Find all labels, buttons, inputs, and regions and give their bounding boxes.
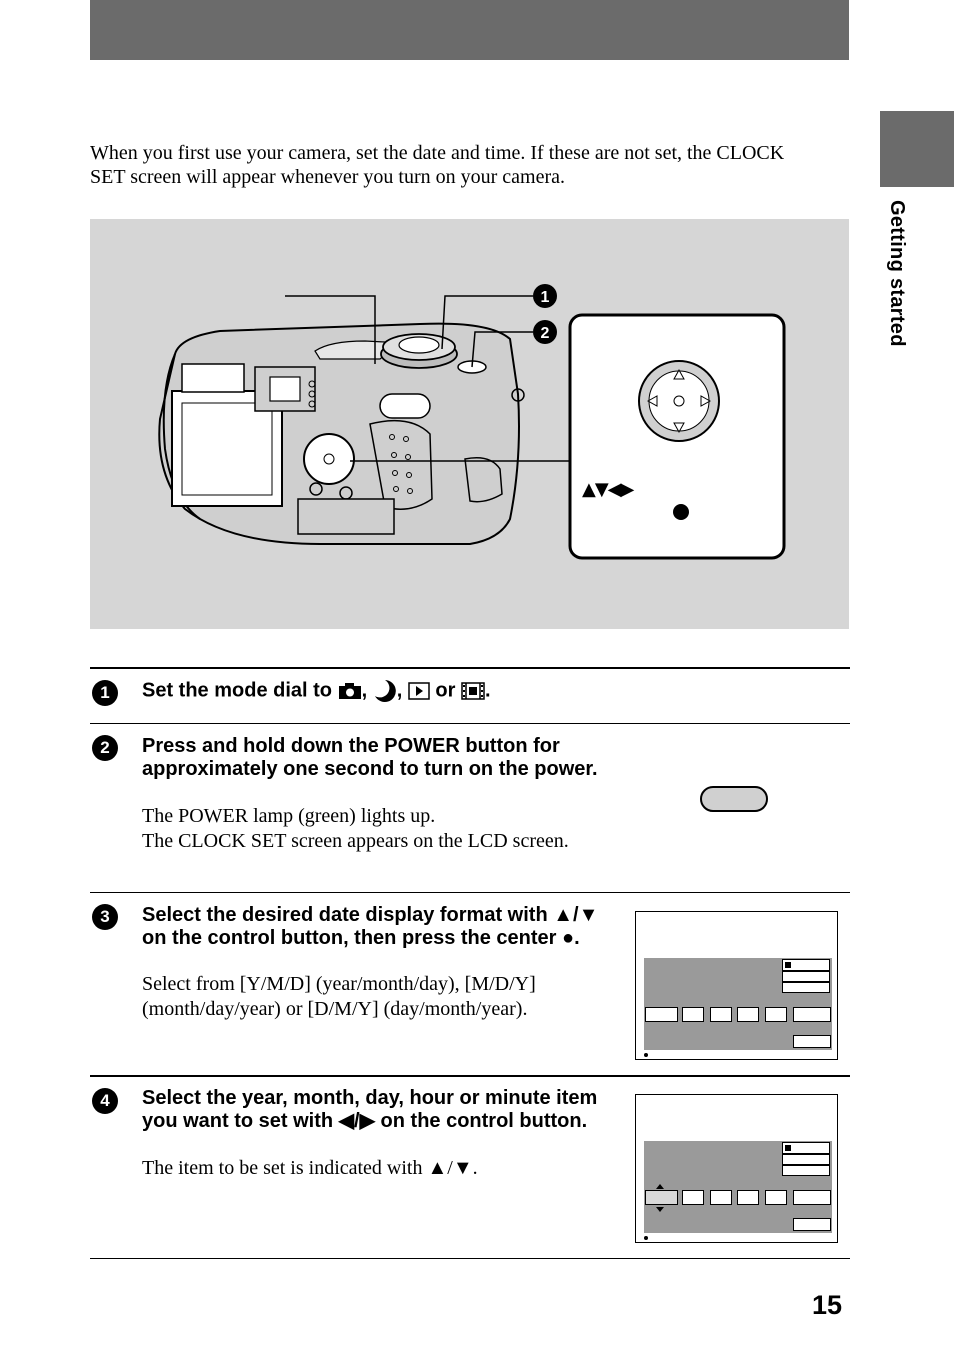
callout-2 <box>533 320 557 344</box>
movie-mode-icon <box>461 682 485 700</box>
camera-mode-icon <box>338 683 361 699</box>
up-indicator-icon <box>656 1184 664 1189</box>
step-4-title: Select the year, month, day, hour or min… <box>142 1087 598 1132</box>
ok-box <box>793 1218 831 1231</box>
section-label: Getting started <box>886 200 908 347</box>
divider <box>90 1258 850 1259</box>
power-button-icon <box>700 786 768 812</box>
ampm-field <box>793 1190 831 1205</box>
format-option-box <box>782 971 830 982</box>
separator: , <box>361 679 368 702</box>
step-1-number: 1 <box>92 680 118 706</box>
minute-field <box>765 1190 787 1205</box>
format-option-box <box>782 982 830 993</box>
camera-drawing: 1 2 <box>158 284 786 560</box>
step-2-number: 2 <box>92 735 118 761</box>
clock-set-screen-2 <box>635 1094 838 1243</box>
playback-mode-icon <box>408 682 430 700</box>
step-2-title: Press and hold down the POWER button for… <box>142 735 598 780</box>
clock-set-screen-1 <box>635 911 838 1060</box>
step-2-body: The POWER lamp (green) lights up. The CL… <box>142 804 582 854</box>
minute-field <box>765 1007 787 1022</box>
step-2-body-line-2: The CLOCK SET screen appears on the LCD … <box>142 830 569 852</box>
hour-field <box>737 1190 759 1205</box>
or-word: or <box>435 679 456 702</box>
step-4-number: 4 <box>92 1088 118 1114</box>
callout-1-label: 1 <box>541 289 550 306</box>
down-indicator-icon <box>656 1207 664 1212</box>
hour-field <box>737 1007 759 1022</box>
page-number: 15 <box>812 1290 843 1320</box>
year-field-selected <box>645 1190 678 1205</box>
format-option-box <box>782 1154 830 1165</box>
twilight-mode-icon <box>374 680 396 702</box>
callout-1 <box>533 284 557 308</box>
arrow-keys-label: ▲▼◀▶ <box>582 479 634 500</box>
step-1-title-text: Set the mode dial to <box>142 679 333 702</box>
step-4-body: The item to be set is indicated with ▲/▼… <box>142 1157 478 1179</box>
header-bar <box>90 0 849 60</box>
divider <box>90 667 850 669</box>
camera-illustration: 1 2 ▲▼◀▶ <box>90 219 849 629</box>
month-field <box>682 1007 704 1022</box>
step-3-number: 3 <box>92 904 118 930</box>
period: . <box>484 679 491 702</box>
step-3-body: Select from [Y/M/D] (year/month/day), [M… <box>142 973 536 1020</box>
center-button-icon <box>673 504 689 520</box>
divider <box>90 723 850 724</box>
day-field <box>710 1190 732 1205</box>
divider <box>90 1075 850 1077</box>
indicator-dot <box>644 1236 648 1240</box>
indicator-dot <box>644 1053 648 1057</box>
day-field <box>710 1007 732 1022</box>
format-option-box <box>782 959 830 971</box>
year-field <box>645 1007 678 1022</box>
callout-2-label: 2 <box>541 325 550 342</box>
separator: , <box>396 679 403 702</box>
format-option-box <box>782 1165 830 1176</box>
intro-paragraph: When you first use your camera, set the … <box>90 142 785 188</box>
step-1-title: Set the mode dial to , , or . <box>142 679 742 703</box>
divider <box>90 892 850 893</box>
ok-box <box>793 1035 831 1048</box>
month-field <box>682 1190 704 1205</box>
ampm-field <box>793 1007 831 1022</box>
step-2-body-line-1: The POWER lamp (green) lights up. <box>142 805 436 827</box>
step-3-title: Select the desired date display format w… <box>142 904 599 949</box>
format-option-box <box>782 1142 830 1154</box>
section-tab <box>880 111 954 187</box>
